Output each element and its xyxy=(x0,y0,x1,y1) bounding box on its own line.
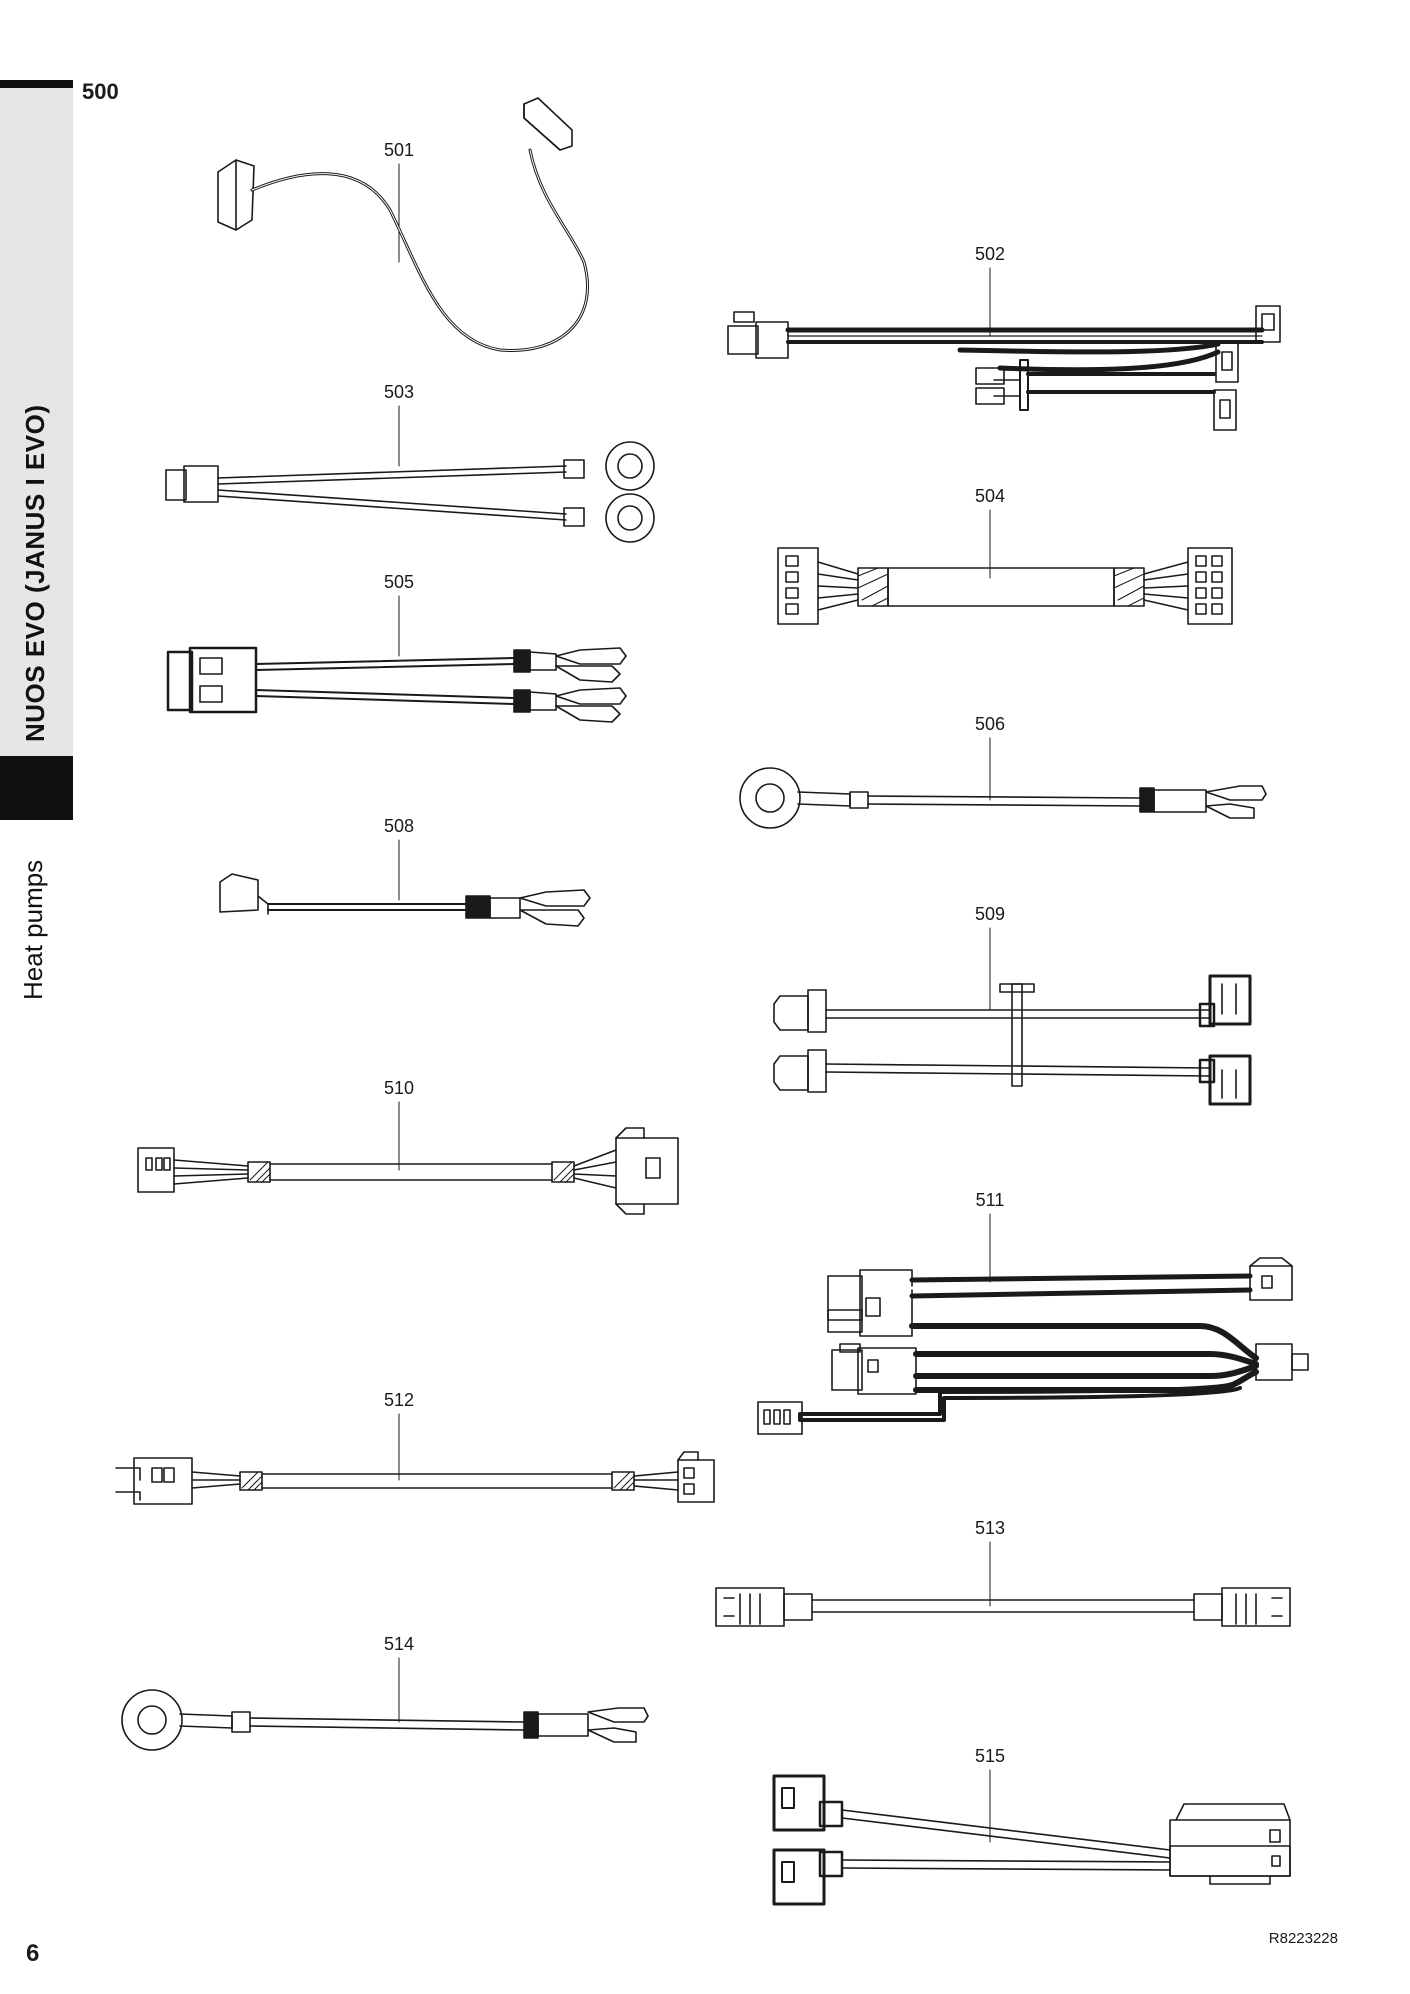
cable-sleeve-icon xyxy=(887,567,1115,607)
part-509: 509 xyxy=(773,904,1252,1106)
part-label-502: 502 xyxy=(975,244,1005,264)
connector-housing-icon xyxy=(133,1457,193,1505)
part-label-501: 501 xyxy=(384,140,414,160)
part-label-512: 512 xyxy=(384,1390,414,1410)
connector-housing-icon xyxy=(1208,974,1252,1026)
connector-housing-icon xyxy=(1208,1054,1252,1106)
part-514: 514 xyxy=(121,1634,649,1751)
flat-connector-icon xyxy=(219,873,259,913)
part-512: 512 xyxy=(115,1390,715,1505)
connector-housing-icon xyxy=(857,1347,917,1395)
part-513: 513 xyxy=(715,1518,1291,1627)
cable-tie-icon xyxy=(1011,983,1023,1087)
spade-terminal-icon xyxy=(519,889,591,907)
part-label-511: 511 xyxy=(976,1190,1005,1210)
part-label-506: 506 xyxy=(975,714,1005,734)
part-label-505: 505 xyxy=(384,572,414,592)
header-rule xyxy=(0,80,73,88)
part-label-503: 503 xyxy=(384,382,414,402)
part-510: 510 xyxy=(137,1078,679,1215)
sensor-probe-icon xyxy=(773,1055,809,1091)
spade-terminal-icon xyxy=(587,1707,649,1723)
part-515: 515 xyxy=(772,1746,1291,1906)
part-label-510: 510 xyxy=(384,1078,414,1098)
connector-housing-icon xyxy=(677,1459,715,1503)
spade-terminal-icon xyxy=(555,687,627,705)
connector-housing-icon xyxy=(859,1269,913,1337)
sidebar-black-tab xyxy=(0,756,73,820)
ring-terminal-icon xyxy=(121,1689,183,1751)
section-number: 500 xyxy=(82,79,119,104)
page-number: 6 xyxy=(26,1940,40,1967)
connector-housing-icon xyxy=(188,646,258,714)
connector-housing-icon xyxy=(615,1137,679,1205)
part-501: 501 xyxy=(217,97,590,352)
part-505: 505 xyxy=(166,572,627,723)
sensor-probe-icon xyxy=(773,995,809,1031)
part-503: 503 xyxy=(165,382,655,543)
ring-terminal-icon xyxy=(605,441,655,491)
connector-housing-icon xyxy=(755,321,789,359)
part-502: 502 xyxy=(727,244,1281,431)
part-label-514: 514 xyxy=(384,1634,414,1654)
ring-terminal-icon xyxy=(739,767,801,829)
part-506: 506 xyxy=(739,714,1267,829)
female-spade-terminal-icon xyxy=(1221,1587,1291,1627)
part-label-504: 504 xyxy=(975,486,1005,506)
spade-terminal-icon xyxy=(1205,785,1267,801)
part-504: 504 xyxy=(777,486,1233,625)
connector-plug-icon xyxy=(727,325,759,355)
spade-terminal-icon xyxy=(555,647,627,665)
multi-pin-connector-icon xyxy=(1187,547,1233,625)
part-label-515: 515 xyxy=(975,1746,1005,1766)
part-label-508: 508 xyxy=(384,816,414,836)
connector-housing-icon xyxy=(183,465,219,503)
part-label-513: 513 xyxy=(975,1518,1005,1538)
sidebar-gray-strip xyxy=(0,80,73,756)
part-511: 511 xyxy=(757,1190,1309,1435)
part-label-509: 509 xyxy=(975,904,1005,924)
part-508: 508 xyxy=(219,816,591,927)
connector-housing-icon xyxy=(1169,1819,1291,1877)
document-reference: R8223228 xyxy=(1268,1930,1338,1947)
ring-terminal-icon xyxy=(605,493,655,543)
multi-pin-connector-icon xyxy=(137,1147,175,1193)
